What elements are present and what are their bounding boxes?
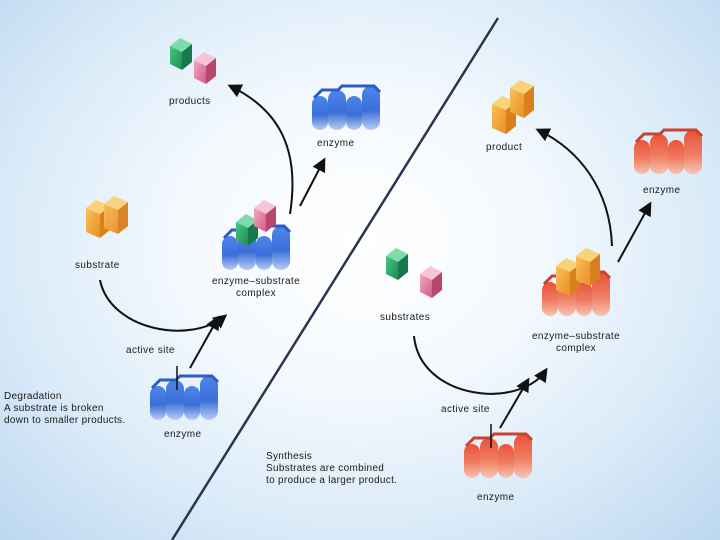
label-enzyme-top: enzyme (317, 138, 355, 149)
label-active-site-left: active site (126, 345, 175, 356)
arrow-to-products (227, 84, 294, 215)
label-complex-left-line1: enzyme–substrate (211, 276, 301, 287)
arrow-enzyme-binds (189, 315, 220, 369)
enzyme-bottom-blue (148, 374, 220, 422)
label-enzyme-right: enzyme (643, 185, 681, 196)
label-product: product (486, 142, 523, 153)
arrow-release-enzyme-red (617, 201, 652, 263)
label-products: products (169, 96, 211, 107)
substrates-blocks (386, 248, 408, 280)
label-active-site-right: active site (441, 404, 490, 415)
enzyme-right-red (632, 128, 704, 176)
label-complex-right: enzyme–substrate complex (520, 331, 632, 355)
synthesis-line1: Substrates are combined (266, 463, 385, 474)
label-enzyme-bottom-left: enzyme (164, 429, 202, 440)
arrow-enzyme-binds-red (499, 377, 530, 429)
arrow-to-product (535, 128, 613, 247)
label-enzyme-bottom-right: enzyme (477, 492, 515, 503)
label-complex-left: enzyme–substrate complex (200, 276, 312, 300)
label-substrate: substrate (75, 260, 120, 271)
divider-line (170, 17, 500, 540)
arrow-substrates-bind (413, 335, 548, 395)
label-substrates: substrates (380, 312, 431, 323)
products-blocks (170, 38, 216, 84)
synthesis-line2: to produce a larger product. (266, 475, 398, 486)
synthesis-title: Synthesis (266, 451, 313, 462)
degradation-line2: down to smaller products. (4, 415, 126, 426)
degradation-title: Degradation (4, 391, 62, 402)
synthesis-caption: Synthesis Substrates are combined to pro… (266, 451, 426, 487)
label-complex-right-line1: enzyme–substrate (531, 331, 621, 342)
enzyme-top-blue (310, 84, 382, 132)
degradation-line1: A substrate is broken (4, 403, 104, 414)
degradation-caption: Degradation A substrate is broken down t… (4, 391, 154, 427)
enzyme-bottom-red (462, 432, 534, 480)
arrow-release-enzyme (299, 157, 326, 207)
label-complex-right-line2: complex (555, 343, 597, 354)
label-complex-left-line2: complex (235, 288, 277, 299)
